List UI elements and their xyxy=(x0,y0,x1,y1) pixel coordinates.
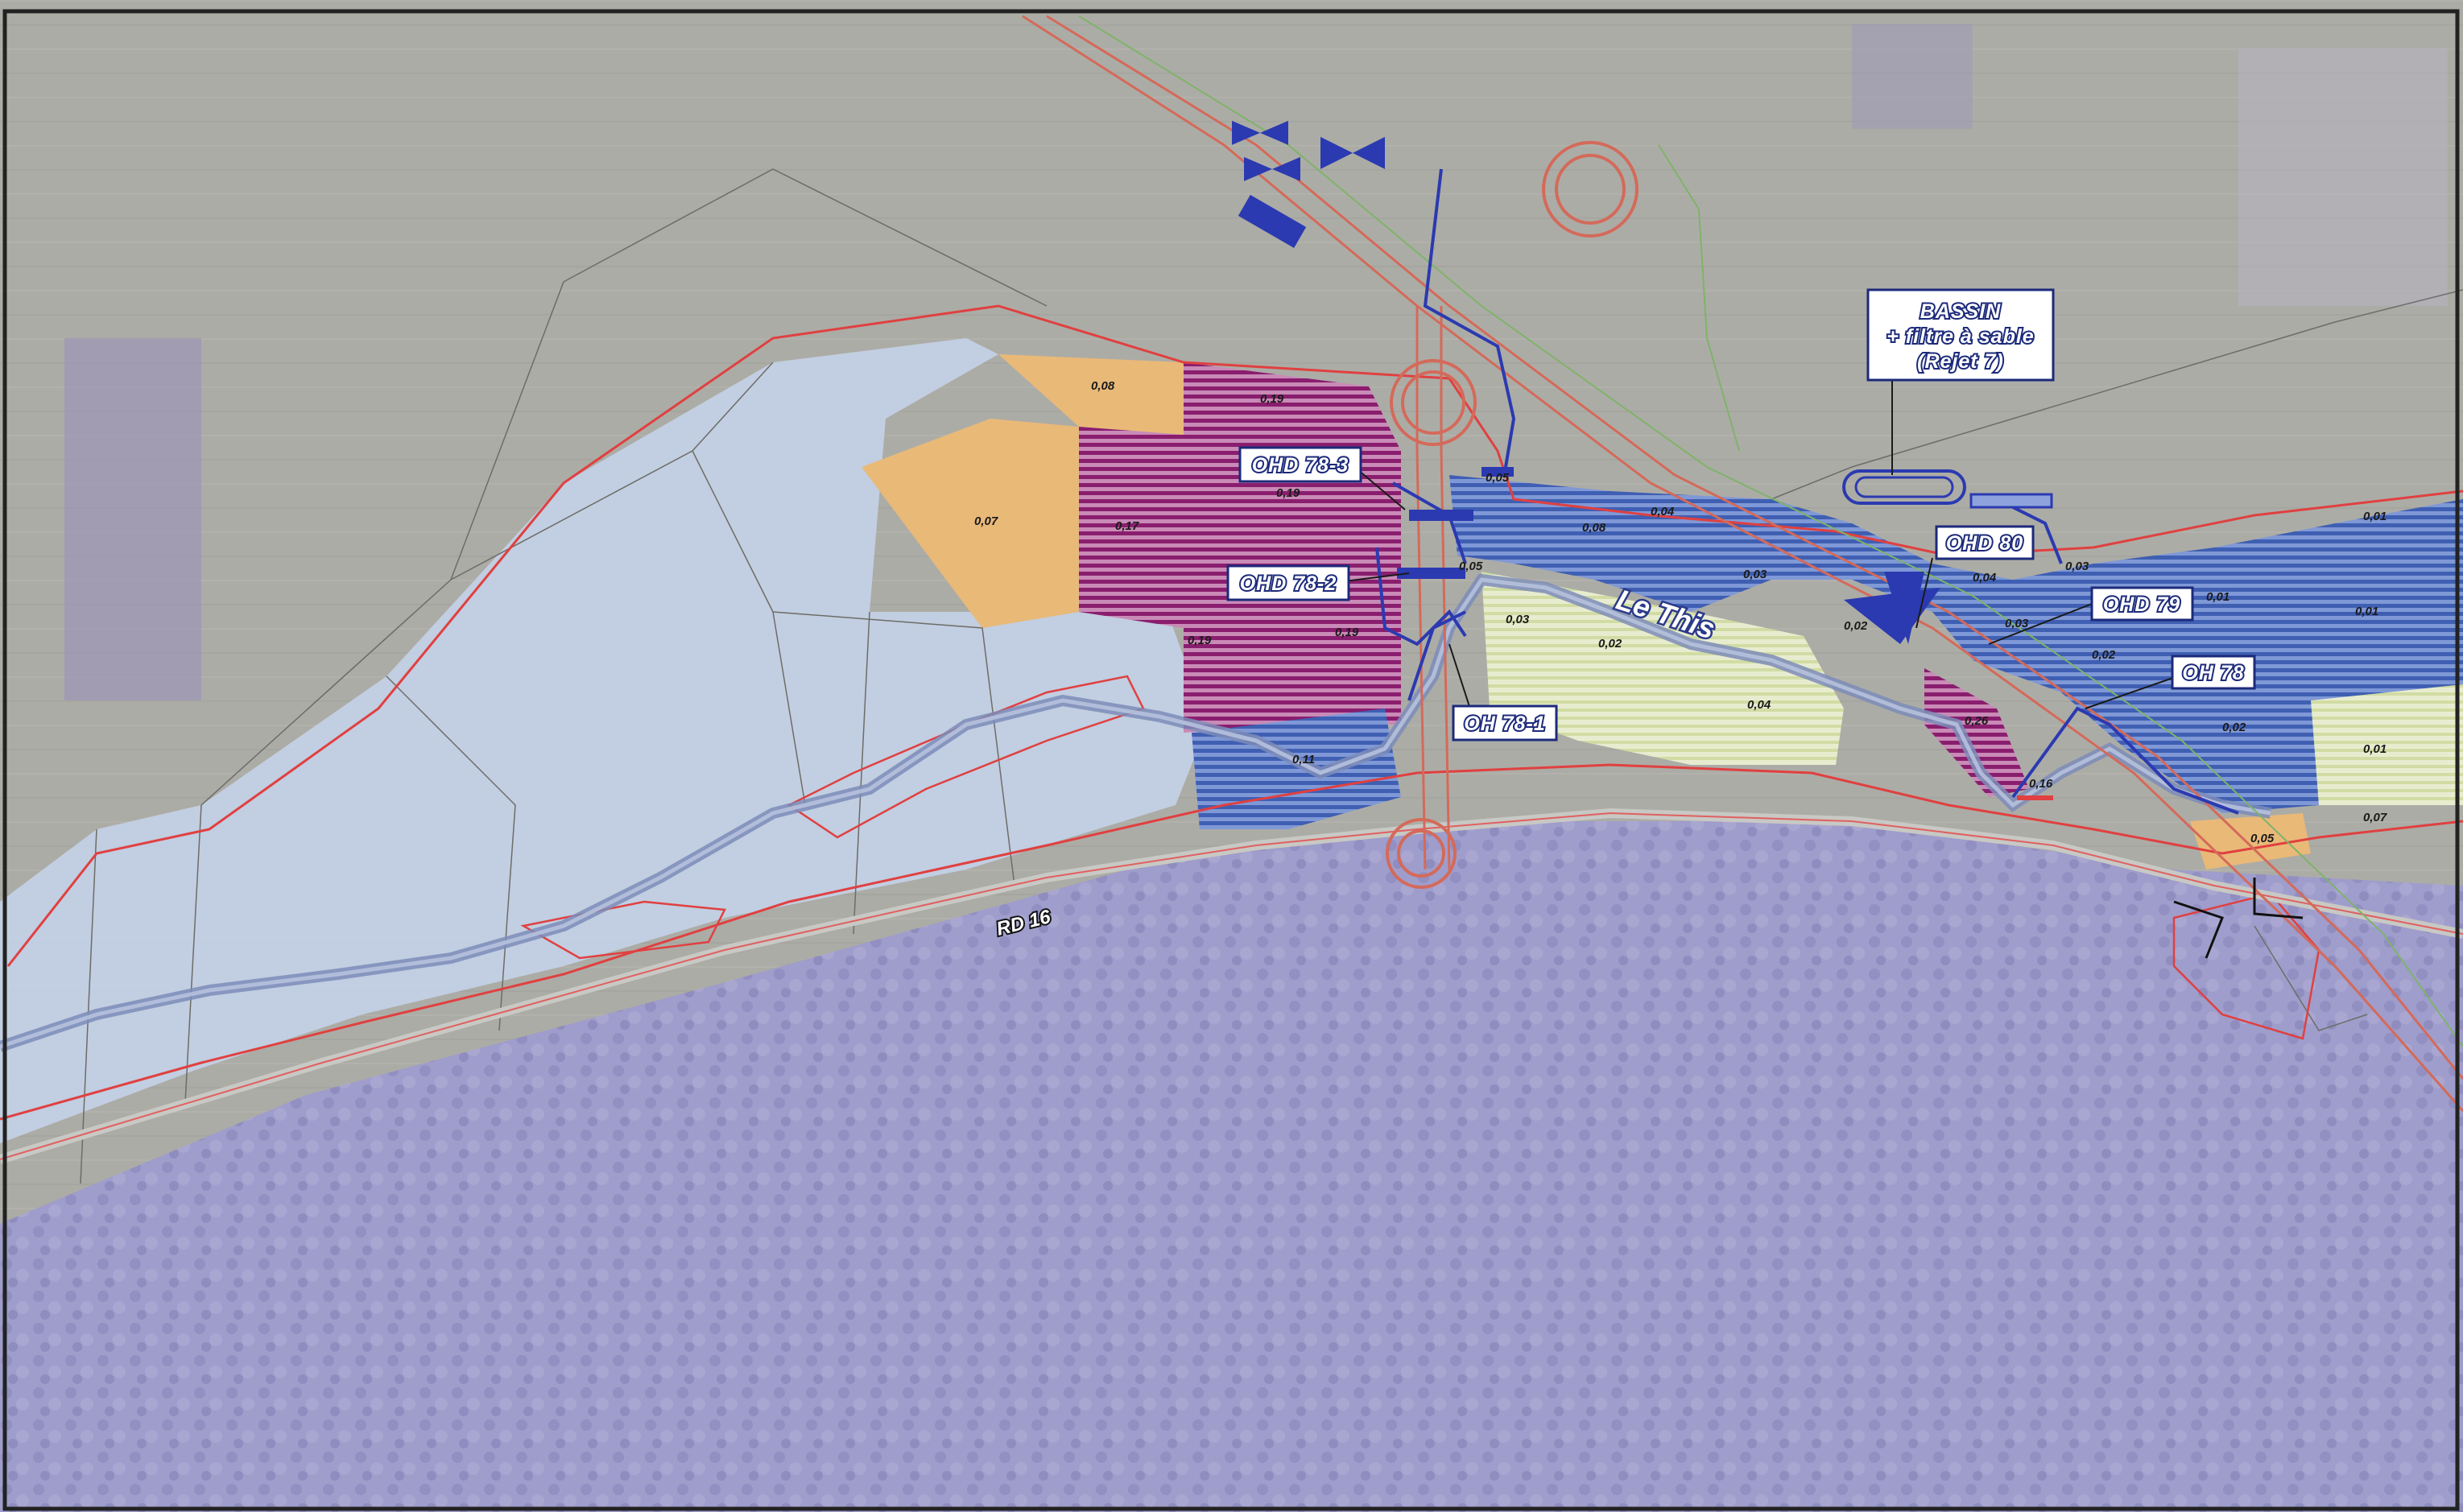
zone-value: 0,17 xyxy=(1115,519,1139,533)
callout-label: OHD 78-3 xyxy=(1252,454,1349,477)
flood-limit-contour xyxy=(520,900,726,960)
roundabouts xyxy=(1386,141,1639,889)
zone-orange xyxy=(998,354,1184,435)
callout-leaders xyxy=(1344,378,2183,720)
zone-value: 0,02 xyxy=(1844,619,1868,633)
zone-value: 0,02 xyxy=(2222,721,2246,734)
zone-value: 0,02 xyxy=(2092,648,2116,662)
callout-label: OHD 80 xyxy=(1946,532,2023,555)
crossing-symbol-icon xyxy=(2173,878,2304,959)
zone-value: 0,19 xyxy=(1276,486,1300,500)
callout-label-line1: BASSIN xyxy=(1920,300,2001,323)
field-parcel xyxy=(1852,24,1973,129)
forest-area xyxy=(0,821,2463,1512)
zone-value: 0,03 xyxy=(1506,613,1530,626)
zone-value: 0,04 xyxy=(1747,698,1771,712)
zone-value-labels: 0,08 0,07 0,17 0,19 0,19 0,19 0,19 0,11 … xyxy=(974,379,2387,845)
callout-label: OHD 79 xyxy=(2103,593,2180,616)
zone-light-green xyxy=(1482,572,1844,765)
zone-blue-hatched xyxy=(1449,475,2463,813)
flood-zone-light-blue xyxy=(0,338,1208,1143)
retention-basin xyxy=(1842,469,2053,509)
zone-value: 0,01 xyxy=(2363,742,2387,756)
zone-light-green xyxy=(2311,684,2463,805)
river-le-this-centerline xyxy=(0,577,2271,1049)
zone-value: 0,08 xyxy=(1582,521,1606,535)
callout-oh-78-1: OH 78-1 xyxy=(1452,704,1558,742)
field-parcel xyxy=(64,338,201,700)
zone-value: 0,04 xyxy=(1973,571,1997,585)
zone-value: 0,05 xyxy=(2250,832,2275,845)
hydraulic-structures xyxy=(1397,467,1940,644)
zone-value: 0,05 xyxy=(1486,471,1510,485)
zone-value: 0,16 xyxy=(2029,777,2053,791)
callout-label-line3: (Rejet 7) xyxy=(1917,350,2004,373)
callout-oh-78: OH 78 xyxy=(2171,655,2256,690)
zone-value: 0,02 xyxy=(1598,637,1622,651)
callout-ohd-79: OHD 79 xyxy=(2090,586,2194,622)
zone-value: 0,04 xyxy=(1651,505,1675,518)
field-parcel xyxy=(2238,48,2448,306)
zone-purple-hatched xyxy=(1924,668,2029,797)
zone-value: 0,01 xyxy=(2206,590,2230,604)
zone-value: 0,19 xyxy=(1335,626,1359,639)
zone-value: 0,01 xyxy=(2363,510,2387,523)
map-frame xyxy=(2,9,2460,1511)
zone-value: 0,03 xyxy=(2065,560,2089,573)
zone-value: 0,11 xyxy=(1292,753,1315,766)
callout-label: OH 78 xyxy=(2182,662,2244,684)
parcel-boundaries xyxy=(80,168,2463,1184)
callout-ohd-80: OHD 80 xyxy=(1935,525,2035,560)
road-rd16-edge xyxy=(0,812,2463,1160)
callout-ohd-78-2: OHD 78-2 xyxy=(1226,564,1350,601)
zone-value: 0,07 xyxy=(2363,811,2387,824)
zone-value: 0,07 xyxy=(974,514,998,528)
zone-value: 0,19 xyxy=(1188,634,1212,647)
zone-value: 0,19 xyxy=(1260,392,1284,406)
zone-value: 0,05 xyxy=(1459,560,1483,573)
bowtie-structures-icon xyxy=(1232,121,1385,248)
callout-label: OH 78-1 xyxy=(1464,713,1545,735)
zone-value: 0,08 xyxy=(1091,379,1115,393)
flood-limit-contour xyxy=(0,763,2463,1121)
zone-value: 0,03 xyxy=(1743,568,1767,581)
zone-value: 0,03 xyxy=(2005,617,2029,630)
zone-orange xyxy=(862,419,1079,628)
callout-label: OHD 78-2 xyxy=(1240,572,1337,595)
callout-ohd-78-3: OHD 78-3 xyxy=(1238,446,1362,483)
flood-limit-contour xyxy=(787,675,1145,839)
zone-value: 0,26 xyxy=(1965,714,1989,728)
red-marker xyxy=(2017,795,2053,800)
zone-value: 0,01 xyxy=(2355,605,2378,618)
callout-bassin: BASSIN + filtre à sable (Rejet 7) xyxy=(1866,288,2055,382)
callout-label-line2: + filtre à sable xyxy=(1887,325,2034,348)
